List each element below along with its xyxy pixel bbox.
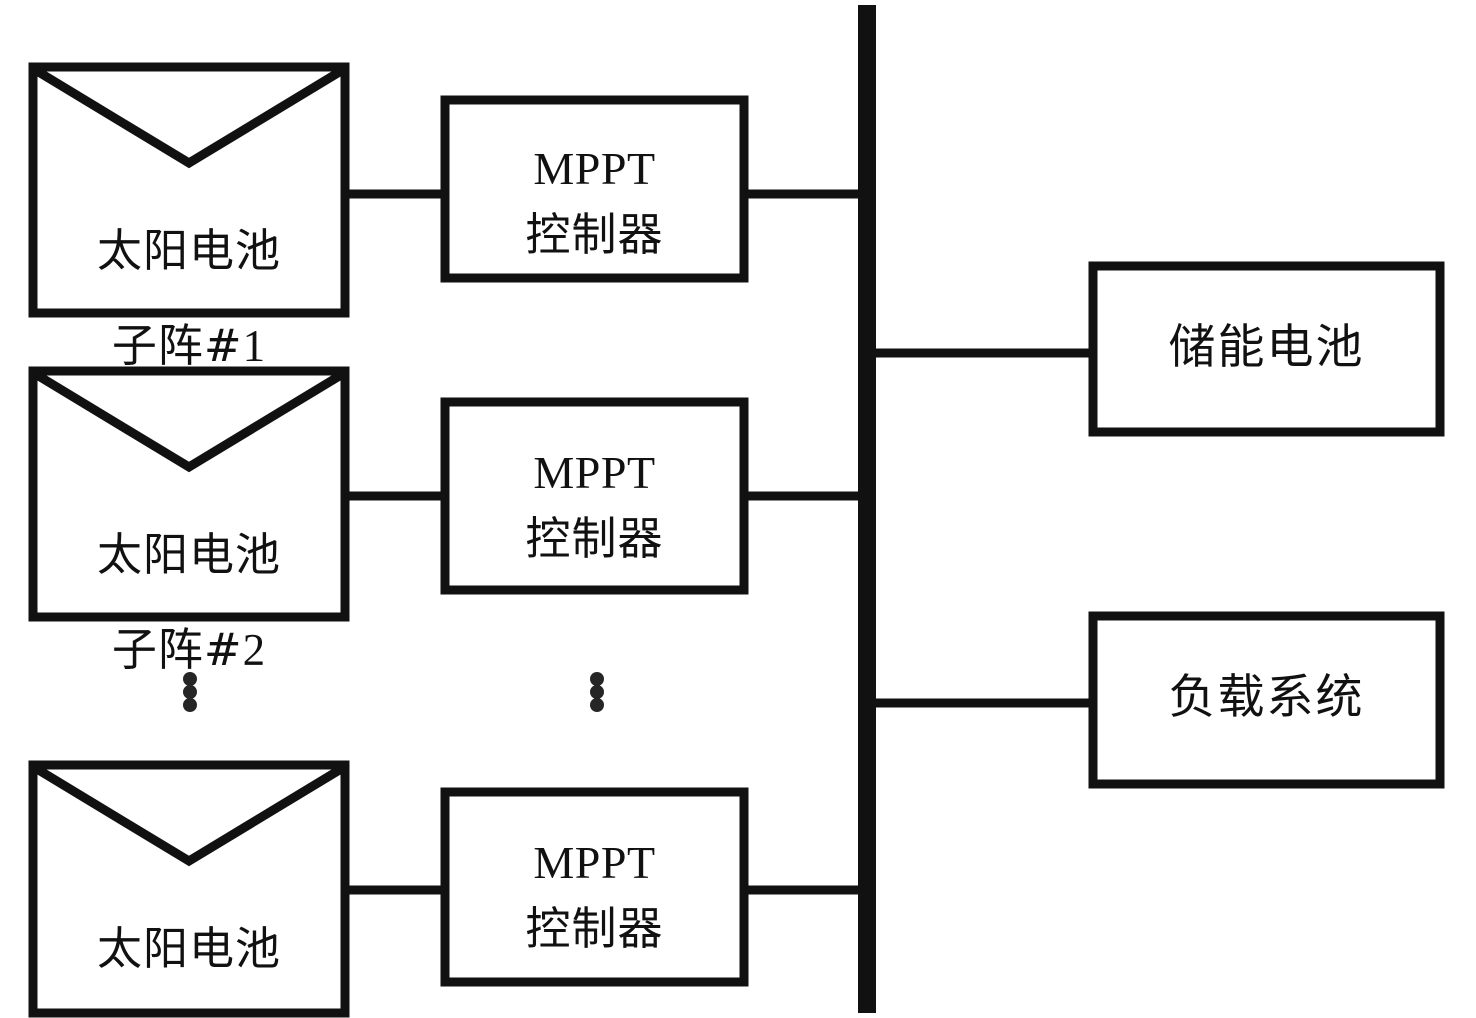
solar-panel-flap-icon bbox=[34, 765, 344, 867]
solar-array-1-line2: 子阵#1 bbox=[33, 322, 345, 371]
ellipsis-controller-column bbox=[590, 672, 604, 712]
solar-array-1-line1: 太阳电池 bbox=[96, 223, 281, 277]
solar-array-1-index: 1 bbox=[242, 321, 267, 372]
mppt-controller-2-label: MPPT 控制器 bbox=[445, 432, 744, 579]
solar-array-2-label: 太阳电池 子阵#2 bbox=[33, 483, 345, 722]
solar-array-n-label: 太阳电池 子阵#n bbox=[33, 877, 345, 1018]
solar-panel-flap-icon bbox=[34, 67, 344, 169]
mppt-controller-block-n bbox=[440, 787, 749, 987]
solar-array-1-label: 太阳电池 子阵#1 bbox=[33, 179, 345, 418]
mppt-controller-2-line2: 控制器 bbox=[525, 511, 664, 565]
solar-panel-flap-icon bbox=[34, 371, 344, 473]
load-system-block bbox=[1088, 611, 1445, 789]
solar-array-1-prefix: 子阵# bbox=[111, 319, 243, 373]
power-bus-bar bbox=[858, 5, 876, 1013]
energy-storage-battery-label: 储能电池 bbox=[1168, 320, 1365, 375]
solar-array-2-prefix: 子阵# bbox=[111, 623, 243, 677]
solar-array-2-line1: 太阳电池 bbox=[96, 527, 281, 581]
mppt-controller-1-line1: MPPT bbox=[533, 142, 656, 194]
mppt-controller-1-line2: 控制器 bbox=[525, 207, 664, 261]
solar-array-block-n bbox=[28, 760, 350, 1018]
energy-storage-battery-block bbox=[1088, 261, 1445, 437]
solar-array-block-1 bbox=[28, 62, 350, 318]
solar-array-2-index: 2 bbox=[242, 625, 267, 676]
mppt-controller-block-1 bbox=[440, 95, 749, 283]
solar-array-n-line1: 太阳电池 bbox=[96, 921, 281, 975]
mppt-controller-block-2 bbox=[440, 397, 749, 595]
load-system-label: 负载系统 bbox=[1168, 670, 1365, 725]
mppt-controller-2-line1: MPPT bbox=[533, 446, 656, 498]
mppt-controller-n-label: MPPT 控制器 bbox=[445, 822, 744, 969]
mppt-controller-n-line1: MPPT bbox=[533, 836, 656, 888]
ellipsis-solar-column bbox=[183, 672, 197, 712]
mppt-controller-1-label: MPPT 控制器 bbox=[445, 128, 744, 275]
mppt-controller-n-line2: 控制器 bbox=[525, 901, 664, 955]
solar-array-block-2 bbox=[28, 366, 350, 622]
wire-group bbox=[338, 189, 1100, 895]
solar-array-2-line2: 子阵#2 bbox=[33, 626, 345, 675]
